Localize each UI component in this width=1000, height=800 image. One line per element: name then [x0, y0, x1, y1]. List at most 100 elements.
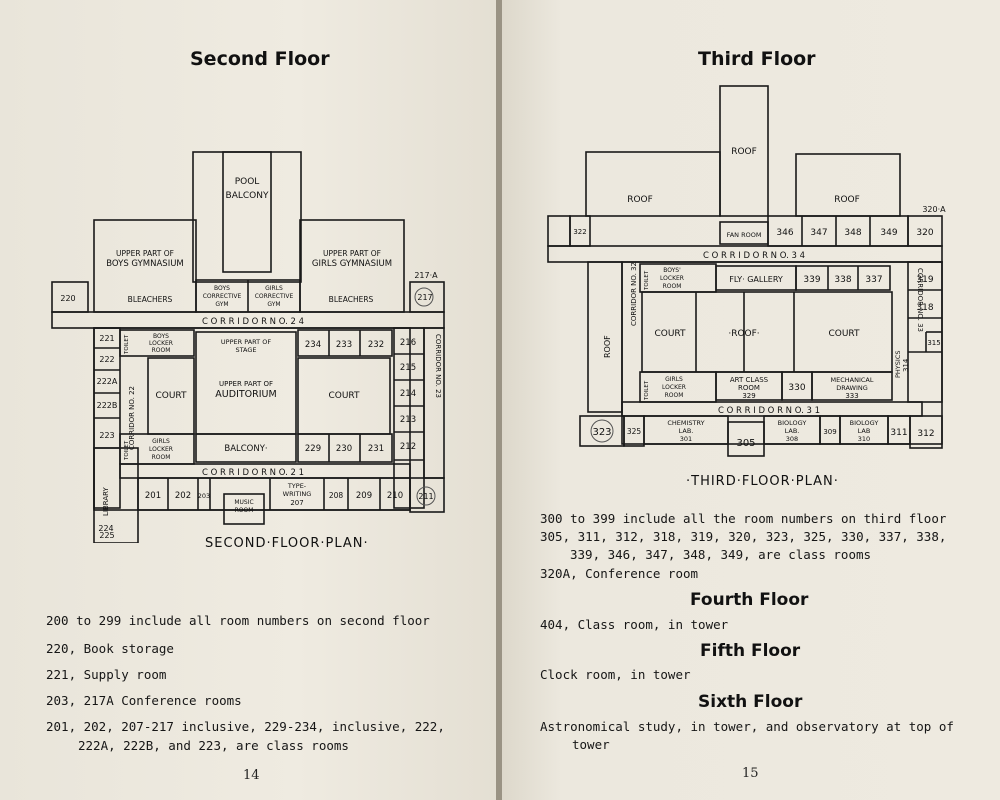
label-room-217: 217 [417, 293, 432, 302]
label-court-left: COURT [155, 391, 187, 401]
third-floor-plan-title: ·THIRD·FLOOR·PLAN· [686, 474, 839, 489]
label-room-338: 338 [834, 275, 851, 285]
label-auditorium-1: UPPER PART OF [219, 380, 273, 388]
room-220-outline [51, 281, 89, 313]
label-court-left: COURT [654, 329, 686, 339]
label-roof-mid: ·ROOF· [728, 329, 759, 339]
label-boys-locker-1: BOYS [153, 333, 169, 340]
label-room-318: 318 [916, 303, 933, 313]
label-room-320A: 320·A [922, 205, 946, 214]
label-boys-corrective-2: CORRECTIVE [203, 293, 242, 300]
pool-wing-outline [192, 151, 302, 283]
label-girls-locker-2: LOCKER [662, 384, 686, 391]
second-floor-line-3: 221, Supply room [46, 667, 167, 682]
label-room-309: 309 [823, 428, 836, 436]
label-bio2-1: BIOLOGY [850, 419, 879, 427]
third-floor-line-3: 339, 346, 347, 348, 349, are class rooms [570, 547, 872, 562]
label-roof-left: ROOF [627, 195, 653, 205]
label-court-right: COURT [828, 329, 860, 339]
label-room-208: 208 [329, 491, 344, 500]
label-art-2: ROOM [738, 384, 760, 392]
label-room-319: 319 [916, 275, 933, 285]
label-room-231: 231 [368, 444, 384, 454]
label-bleachers-right: BLEACHERS [329, 295, 374, 304]
room-323-marker [590, 419, 614, 443]
label-room-349: 349 [880, 228, 897, 238]
label-room-320: 320 [916, 228, 933, 238]
label-girls-corrective-1: GIRLS [265, 285, 283, 292]
label-boys-locker-3: ROOM [152, 347, 171, 354]
label-library: LIBRARY [102, 486, 110, 516]
third-floor-line-1: 300 to 399 include all the room numbers … [540, 511, 947, 526]
label-room-305: 305 [736, 438, 755, 449]
label-typewriting-1: TYPE- [287, 482, 307, 490]
label-pool: POOL [235, 177, 260, 187]
label-bio2-3: 310 [858, 435, 870, 443]
label-corridor-21: C O R R I D O R N O. 2 1 [202, 468, 304, 478]
label-chem-3: 301 [680, 435, 692, 443]
label-court-right: COURT [328, 391, 360, 401]
sixth-floor-line-2: tower [572, 737, 610, 752]
label-room-214: 214 [400, 389, 416, 399]
fourth-floor-text: 404, Class room, in tower [540, 617, 729, 632]
label-room-202: 202 [175, 491, 191, 501]
label-fly-gallery: FLY· GALLERY [729, 275, 783, 284]
roof-left-outline [585, 151, 721, 217]
label-room-217A: 217·A [414, 271, 438, 280]
sixth-floor-heading: Sixth Floor [698, 692, 803, 712]
label-room-211: 211 [418, 492, 433, 501]
label-art-1: ART CLASS [730, 376, 769, 384]
music-room-outline [223, 493, 265, 525]
label-physics-1: PHYSICS [894, 351, 902, 379]
label-girls-locker-1: GIRLS [665, 376, 683, 383]
label-mech-3: 333 [845, 392, 858, 400]
page-14: Second Floor [0, 0, 496, 800]
label-room-339: 339 [803, 275, 820, 285]
second-floor-line-1: 200 to 299 include all room numbers on s… [46, 613, 430, 628]
label-room-315: 315 [927, 339, 940, 347]
label-girls-gym-2: GIRLS GYMNASIUM [312, 259, 392, 269]
label-bleachers-left: BLEACHERS [128, 295, 173, 304]
label-room-348: 348 [844, 228, 861, 238]
sixth-floor-line-1: Astronomical study, in tower, and observ… [540, 719, 954, 734]
second-floor-line-6: 222A, 222B, and 223, are class rooms [78, 738, 349, 753]
second-floor-line-2: 220, Book storage [46, 641, 174, 656]
label-bio1-2: LAB. [785, 427, 800, 435]
second-floor-plan: POOL BALCONY UPPER PART OF BOYS GYMNASIU… [48, 148, 458, 543]
label-room-323: 323 [592, 427, 611, 438]
label-room-222B: 222B [97, 401, 118, 410]
label-stage-2: STAGE [235, 346, 256, 354]
page-title-third-floor: Third Floor [698, 48, 816, 70]
label-girls-locker-3: ROOM [152, 454, 171, 461]
label-room-337: 337 [865, 275, 882, 285]
label-room-229: 229 [305, 444, 321, 454]
label-room-230: 230 [336, 444, 352, 454]
room-217-outline [409, 281, 445, 313]
label-physics-2: 314 [902, 358, 910, 372]
label-corridor-23: CORRIDOR NO. 23 [434, 334, 442, 398]
label-room-216: 216 [400, 338, 416, 348]
label-bio2-2: LAB [858, 427, 871, 435]
label-room-207: 207 [290, 499, 303, 507]
label-room-220: 220 [60, 294, 75, 303]
label-bio1-1: BIOLOGY [778, 419, 807, 427]
label-chem-1: CHEMISTRY [667, 419, 704, 427]
label-room-347: 347 [810, 228, 827, 238]
roof-right-outline [795, 153, 901, 217]
fifth-floor-text: Clock room, in tower [540, 667, 691, 682]
page-number-15: 15 [742, 766, 759, 781]
label-corridor-31: C O R R I D O R N O. 3 1 [718, 406, 820, 416]
roof-top-outline [719, 85, 769, 217]
label-auditorium-2: AUDITORIUM [215, 389, 276, 400]
label-room-312: 312 [917, 429, 934, 439]
label-room-215: 215 [400, 363, 416, 373]
label-room-203: 203 [198, 492, 210, 500]
label-boys-gym-2: BOYS GYMNASIUM [106, 259, 184, 269]
label-room-232: 232 [368, 340, 384, 350]
label-girls-corrective-3: GYM [267, 301, 280, 308]
label-fan-room: FAN ROOM [727, 231, 762, 239]
label-stage-1: UPPER PART OF [221, 338, 271, 346]
label-chem-2: LAB. [679, 427, 694, 435]
label-music-1: MUSIC [234, 499, 253, 506]
